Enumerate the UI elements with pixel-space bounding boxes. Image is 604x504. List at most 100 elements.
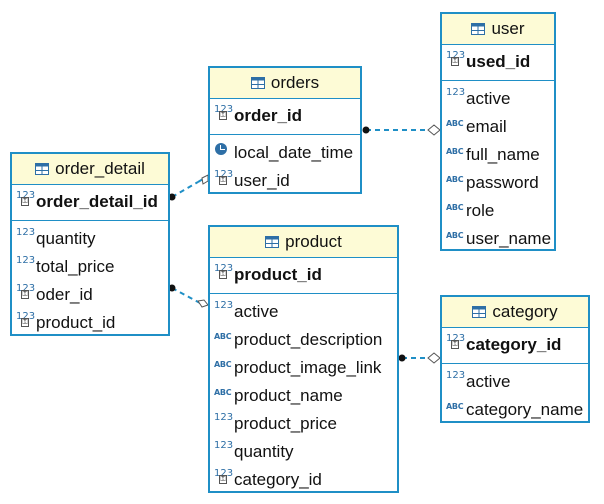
table-name: category [492,302,558,321]
link-orderdetail-orders [168,174,209,201]
table-header[interactable]: orders [210,68,360,99]
column-name: product_description [234,330,383,349]
link-orderdetail-product [168,284,209,308]
column-name: order_detail_id [36,192,158,211]
primary-key-icon: 123⚿ [446,50,466,66]
primary-key-icon: 123⚿ [214,263,234,279]
number-type-icon: 123 [16,227,36,238]
text-type-icon: ABC [446,175,464,184]
primary-key-column[interactable]: 123⚿category_id [442,331,588,359]
column-name: product_id [36,313,116,332]
number-type-icon: 123 [446,87,466,98]
table-name: orders [270,73,320,92]
primary-key-column[interactable]: 123⚿product_id [210,261,397,289]
table-name: user [491,19,525,38]
table-name: product [285,232,342,251]
table-header[interactable]: user [442,14,554,45]
column-name: full_name [466,145,540,164]
column-name: order_id [234,106,303,125]
column-name: local_date_time [234,143,354,162]
column-name: email [466,117,507,136]
column-name: product_name [234,386,343,405]
foreign-key-icon: 123⚿ [16,283,36,299]
primary-key-icon: 123⚿ [16,190,36,206]
column-row[interactable]: 123⚿product_id [12,309,168,337]
primary-key-icon: 123⚿ [214,104,234,120]
table-header[interactable]: category [442,297,588,328]
link-orders-user [362,124,441,136]
datetime-type-icon [214,142,233,160]
primary-key-icon: 123⚿ [446,333,466,349]
column-row[interactable]: local_date_time [210,139,360,167]
table-icon [250,77,265,89]
column-name: category_name [466,400,584,419]
table-icon [472,306,487,318]
primary-key-column[interactable]: 123⚿used_id [442,48,554,76]
text-type-icon: ABC [214,388,232,397]
foreign-key-icon: 123⚿ [16,311,36,327]
text-type-icon: ABC [214,360,232,369]
column-name: oder_id [36,285,93,304]
column-row[interactable]: 123⚿user_id [210,167,360,195]
text-type-icon: ABC [446,402,464,411]
column-name: active [466,89,511,108]
number-type-icon: 123 [214,440,234,451]
number-type-icon: 123 [214,412,234,423]
text-type-icon: ABC [446,119,464,128]
primary-key-column[interactable]: 123⚿order_id [210,102,360,130]
text-type-icon: ABC [446,231,464,240]
column-name: category_id [234,470,322,489]
column-row[interactable]: 123⚿oder_id [12,281,168,309]
number-type-icon: 123 [446,370,466,381]
foreign-key-icon: 123⚿ [214,169,234,185]
column-name: quantity [36,229,96,248]
column-name: user_name [466,229,552,248]
column-row[interactable]: 123⚿category_id [210,466,397,494]
table-icon [35,163,50,175]
primary-key-column[interactable]: 123⚿order_detail_id [12,188,168,216]
text-type-icon: ABC [446,147,464,156]
column-name: active [466,372,511,391]
column-name: role [466,201,495,220]
link-product-category [398,352,441,364]
number-type-icon: 123 [214,300,234,311]
column-name: active [234,302,279,321]
table-name: order_detail [55,159,145,178]
text-type-icon: ABC [446,203,464,212]
column-name: password [466,173,539,192]
column-name: user_id [234,171,290,190]
column-name: category_id [466,335,562,354]
table-header[interactable]: order_detail [12,154,168,185]
text-type-icon: ABC [214,332,232,341]
column-name: total_price [36,257,115,276]
column-name: product_image_link [234,358,382,377]
foreign-key-icon: 123⚿ [214,468,234,484]
table-header[interactable]: product [210,227,397,258]
table-icon [265,236,280,248]
column-name: product_price [234,414,338,433]
table-icon [471,23,486,35]
number-type-icon: 123 [16,255,36,266]
column-name: quantity [234,442,294,461]
